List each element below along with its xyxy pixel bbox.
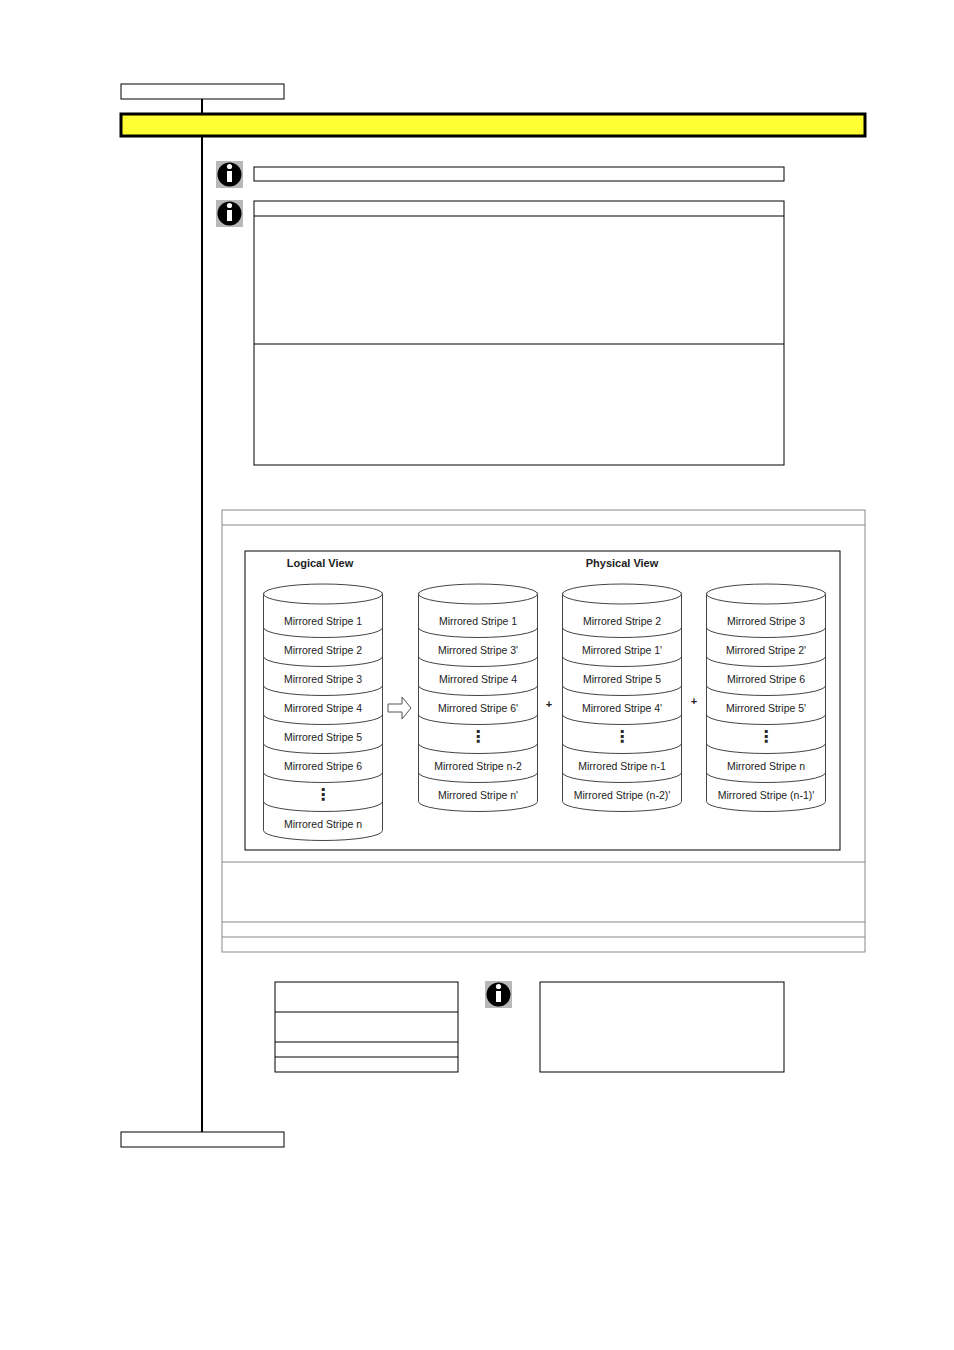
disk-cylinder: Mirrored Stripe 2 Mirrored Stripe 1' Mirro… (562, 583, 682, 815)
note-box (254, 167, 784, 181)
disk-cylinder: Mirrored Stripe 1 Mirrored Stripe 3' Mirro… (418, 583, 538, 815)
stripe-label: Mirrored Stripe (n-1)' (706, 787, 826, 803)
disk-cylinder: Mirrored Stripe 3 Mirrored Stripe 2' Mirro… (706, 583, 826, 815)
stripe-label: Mirrored Stripe n-1 (562, 758, 682, 774)
plus-sign: + (546, 698, 552, 710)
plus-sign: + (691, 695, 697, 707)
divider (222, 862, 865, 863)
stripe-label: Mirrored Stripe 3' (418, 642, 538, 658)
stripe-label: Mirrored Stripe 6 (263, 758, 383, 774)
stripe-label: Mirrored Stripe 2 (263, 642, 383, 658)
stripe-label: ⋮ (562, 729, 682, 745)
note-box (540, 982, 784, 1072)
figure-frame (222, 510, 865, 952)
stripe-label: Mirrored Stripe n (706, 758, 826, 774)
view-heading: Logical View (287, 557, 353, 569)
divider (254, 216, 784, 217)
stripe-label: Mirrored Stripe 5 (263, 729, 383, 745)
stripe-label: Mirrored Stripe 1 (263, 613, 383, 629)
note-box (254, 201, 784, 465)
stripe-label: Mirrored Stripe 1 (418, 613, 538, 629)
stripe-label: Mirrored Stripe 4' (562, 700, 682, 716)
info-icon (216, 161, 243, 188)
highlight-band (121, 114, 865, 136)
stripe-label: Mirrored Stripe 6 (706, 671, 826, 687)
stripe-label: Mirrored Stripe (n-2)' (562, 787, 682, 803)
info-icon (485, 981, 512, 1008)
stripe-label: Mirrored Stripe n (263, 816, 383, 832)
divider (275, 1012, 458, 1013)
stripe-label: Mirrored Stripe 5 (562, 671, 682, 687)
stripe-label: Mirrored Stripe 6' (418, 700, 538, 716)
stripe-label: Mirrored Stripe 5' (706, 700, 826, 716)
stripe-label: ⋮ (263, 787, 383, 803)
illustration-box (245, 551, 840, 850)
stripe-label: Mirrored Stripe 4 (418, 671, 538, 687)
disk-cylinder: Mirrored Stripe 1 Mirrored Stripe 2 Mirror… (263, 583, 383, 844)
view-heading: Physical View (586, 557, 659, 569)
divider (222, 922, 865, 923)
stripe-label: ⋮ (706, 729, 826, 745)
stripe-label: ⋮ (418, 729, 538, 745)
divider (275, 1042, 458, 1043)
stripe-label: Mirrored Stripe 3 (263, 671, 383, 687)
divider (222, 525, 865, 526)
footer-box (121, 1132, 284, 1147)
divider (222, 937, 865, 938)
header-box (121, 84, 284, 99)
hollow-arrow (388, 697, 411, 719)
stripe-label: Mirrored Stripe 2 (562, 613, 682, 629)
divider (275, 1057, 458, 1058)
divider (254, 344, 784, 345)
stripe-label: Mirrored Stripe 1' (562, 642, 682, 658)
spine-line (201, 99, 203, 1132)
stripe-label: Mirrored Stripe 3 (706, 613, 826, 629)
info-icon (216, 200, 243, 227)
stripe-label: Mirrored Stripe n-2 (418, 758, 538, 774)
table-box (275, 982, 458, 1072)
stripe-label: Mirrored Stripe 2' (706, 642, 826, 658)
stripe-label: Mirrored Stripe n' (418, 787, 538, 803)
stripe-label: Mirrored Stripe 4 (263, 700, 383, 716)
